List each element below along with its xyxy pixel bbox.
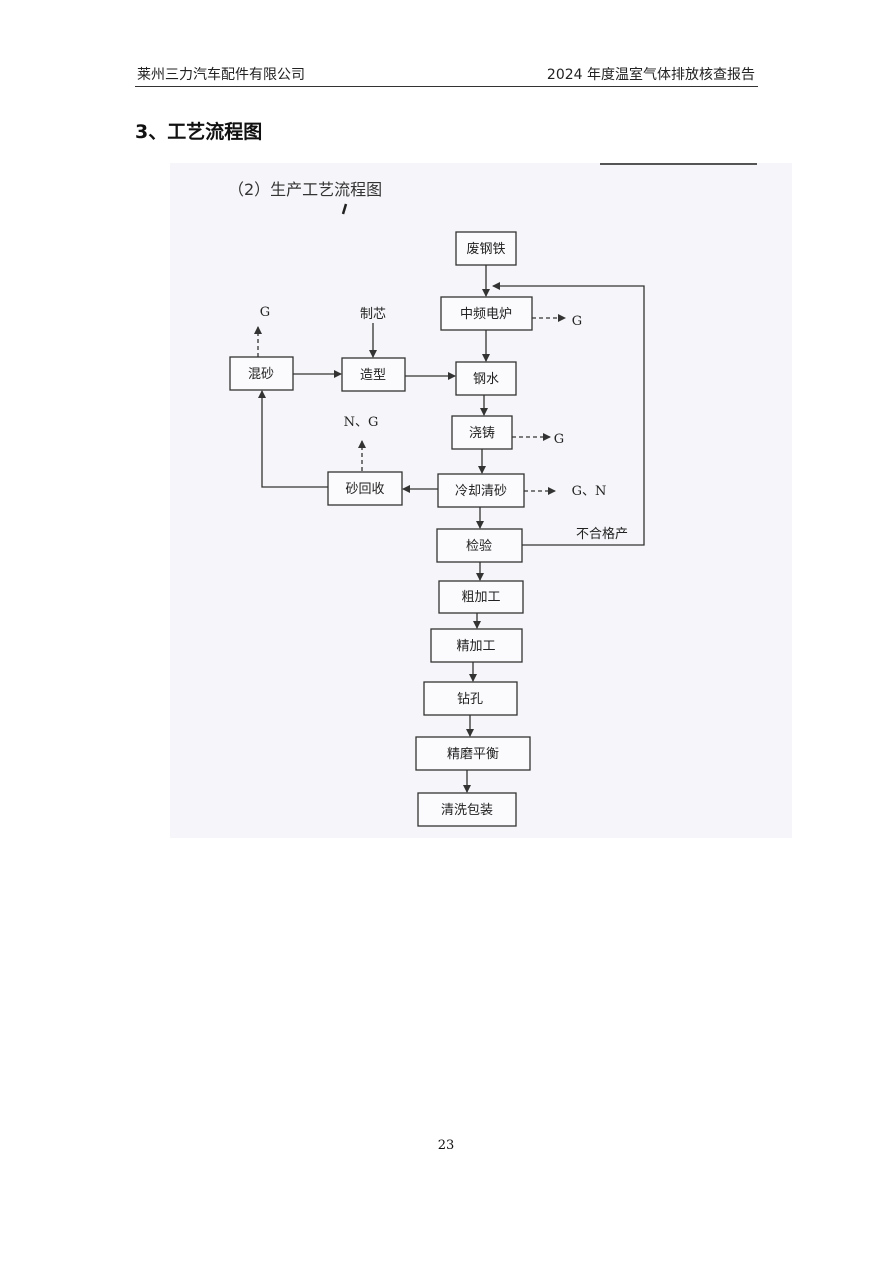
label-core-making: 制芯 xyxy=(360,307,386,322)
node-fine-grinding-balancing: 精磨平衡 xyxy=(415,736,531,771)
node-finish-machining: 精加工 xyxy=(430,628,523,663)
svg-text:粗加工: 粗加工 xyxy=(461,590,500,605)
svg-text:冷却清砂: 冷却清砂 xyxy=(455,484,507,499)
label-emission-cool: G、N xyxy=(572,484,607,499)
node-sand-recovery: 砂回收 xyxy=(327,471,403,506)
svg-text:浇铸: 浇铸 xyxy=(469,425,495,441)
node-rough-machining: 粗加工 xyxy=(438,580,524,614)
node-drilling: 钻孔 xyxy=(423,681,518,716)
node-inspection: 检验 xyxy=(436,528,523,563)
node-furnace: 中频电炉 xyxy=(440,296,533,331)
label-emission-furnace: G xyxy=(572,314,582,329)
node-cooling-sand-cleaning: 冷却清砂 xyxy=(437,473,525,508)
svg-text:中频电炉: 中频电炉 xyxy=(460,307,512,322)
svg-text:混砂: 混砂 xyxy=(248,367,274,382)
label-emission-recover: N、G xyxy=(344,415,379,430)
node-sand-mixing: 混砂 xyxy=(229,356,294,391)
node-pouring: 浇铸 xyxy=(451,415,513,450)
svg-text:精磨平衡: 精磨平衡 xyxy=(447,747,499,762)
arrow-reject-loop xyxy=(492,282,645,546)
scan-edge-line xyxy=(600,163,757,165)
diagram-title: （2）生产工艺流程图 xyxy=(228,180,382,199)
header-report-title: 2024 年度温室气体排放核查报告 xyxy=(546,67,755,83)
node-molten-steel: 钢水 xyxy=(455,361,517,396)
svg-text:砂回收: 砂回收 xyxy=(345,482,384,497)
svg-text:精加工: 精加工 xyxy=(456,639,495,654)
node-molding: 造型 xyxy=(341,357,406,392)
label-emission-pour: G xyxy=(554,432,564,447)
node-scrap: 废钢铁 xyxy=(455,231,517,266)
section-title: 3、工艺流程图 xyxy=(135,121,263,143)
svg-text:检验: 检验 xyxy=(466,538,492,554)
svg-text:钻孔: 钻孔 xyxy=(457,692,483,707)
label-reject: 不合格产 xyxy=(576,526,628,542)
page-number: 23 xyxy=(437,1138,455,1153)
svg-text:钢水: 钢水 xyxy=(473,372,499,387)
node-cleaning-packaging: 清洗包装 xyxy=(417,792,517,827)
header-rule xyxy=(135,86,758,87)
header-company: 莱州三力汽车配件有限公司 xyxy=(137,67,305,83)
label-emission-mix: G xyxy=(260,305,270,320)
svg-text:造型: 造型 xyxy=(360,368,386,383)
arrow-recover-to-mix xyxy=(258,390,328,488)
svg-text:废钢铁: 废钢铁 xyxy=(466,241,505,257)
svg-text:清洗包装: 清洗包装 xyxy=(441,803,493,818)
pen-mark xyxy=(341,203,348,215)
